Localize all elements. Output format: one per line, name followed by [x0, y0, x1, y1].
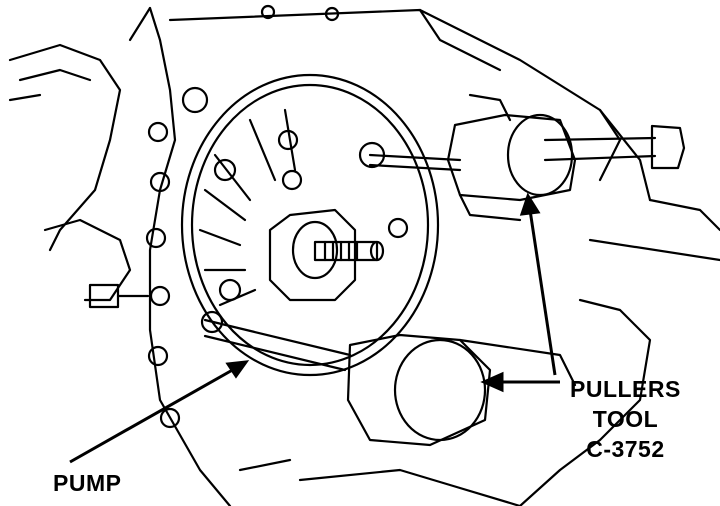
transmission-case [8, 4, 720, 506]
oil-pump [180, 73, 440, 377]
leader-arrows [69, 192, 560, 464]
pullers-label-line2: TOOL [592, 406, 659, 432]
puller-tool-lower [203, 318, 577, 447]
pullers-tool-label: PULLERS TOOL C-3752 [570, 378, 681, 468]
pullers-label-line1: PULLERS [570, 376, 681, 402]
arrow-head-pullers-lower [480, 371, 504, 393]
pullers-label-line3: C-3752 [586, 436, 665, 462]
puller-tool-upper [368, 93, 577, 222]
puller-bolt [543, 124, 686, 170]
arrow-head-pump [225, 360, 250, 379]
arrow-head-pullers-upper [519, 192, 541, 216]
pump-label: PUMP [53, 470, 122, 496]
input-shaft [291, 220, 385, 280]
